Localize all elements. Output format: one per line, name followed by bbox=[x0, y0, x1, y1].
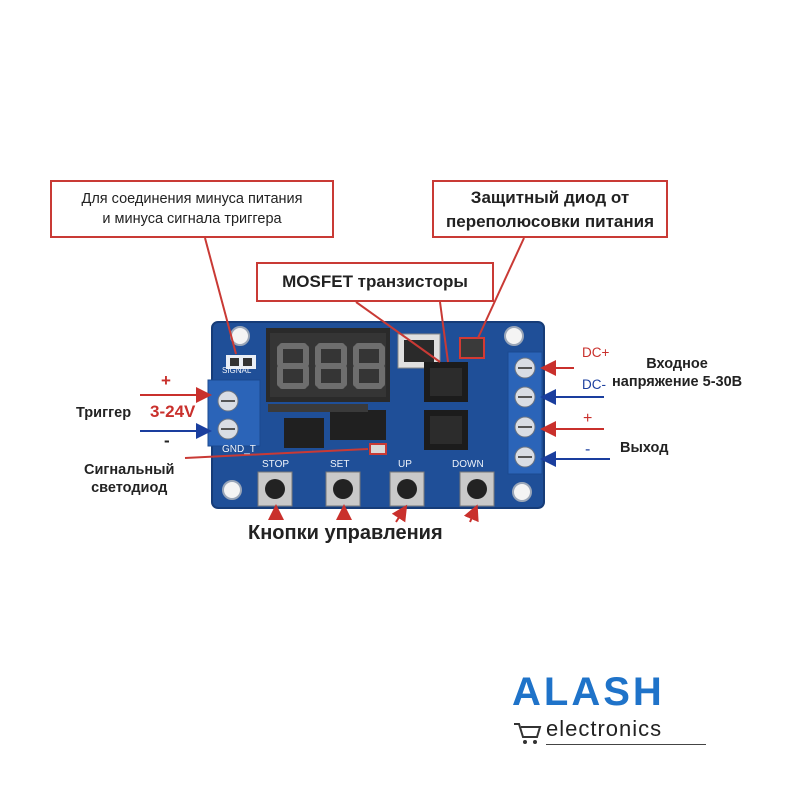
signal-led bbox=[369, 443, 387, 455]
output-minus-label: - bbox=[585, 441, 591, 458]
protection-diode bbox=[459, 337, 485, 359]
output-label: Выход bbox=[620, 440, 669, 456]
ic-chips bbox=[268, 404, 386, 448]
power-terminal-block bbox=[507, 351, 543, 475]
down-button-label: DOWN bbox=[452, 459, 484, 470]
trigger-plus-label: + bbox=[161, 371, 171, 390]
callout-diode-line2: переполюсовки питания bbox=[446, 212, 654, 231]
trigger-terminal-block bbox=[207, 379, 261, 447]
trigger-minus-label: - bbox=[164, 431, 170, 450]
cart-icon bbox=[514, 723, 542, 744]
input-voltage-label: Входное напряжение 5-30В bbox=[612, 355, 742, 391]
brand-subtitle: electronics bbox=[546, 716, 663, 741]
callout-gnd-line1: Для соединения минуса питания bbox=[81, 191, 303, 207]
gnd-t-label: GND_T bbox=[222, 444, 256, 455]
signal-label: SIGNAL bbox=[222, 366, 252, 375]
set-button-label: SET bbox=[330, 459, 350, 470]
control-buttons-title: Кнопки управления bbox=[248, 522, 443, 544]
signal-header bbox=[226, 355, 256, 369]
output-plus-label: + bbox=[583, 410, 593, 427]
callout-diode-line1: Защитный диод от bbox=[470, 188, 630, 207]
leader-lines bbox=[184, 237, 525, 459]
input-voltage-line2: напряжение 5-30В bbox=[612, 374, 743, 390]
callout-gnd-note: Для соединения минуса питания и минуса с… bbox=[50, 180, 334, 238]
mounting-holes bbox=[222, 326, 532, 502]
brand-logo: ALASH electronics bbox=[508, 670, 708, 750]
dc-minus-label: DC- bbox=[582, 377, 606, 392]
brand-underline bbox=[546, 744, 706, 745]
signal-led-line1: Сигнальный bbox=[84, 462, 175, 478]
seven-segment-display bbox=[266, 328, 390, 402]
arrows bbox=[140, 360, 610, 523]
trigger-voltage-label: 3-24V bbox=[150, 402, 196, 421]
brand-name: ALASH bbox=[512, 670, 665, 714]
trigger-label: Триггер bbox=[76, 405, 132, 421]
signal-led-label: Сигнальный светодиод bbox=[84, 461, 174, 497]
control-buttons bbox=[257, 471, 495, 507]
callout-gnd-line2: и минуса сигнала триггера bbox=[102, 211, 282, 227]
mosfet-transistors bbox=[424, 362, 468, 450]
signal-led-line2: светодиод bbox=[91, 480, 168, 496]
stop-button-label: STOP bbox=[262, 459, 290, 470]
dc-plus-label: DC+ bbox=[582, 345, 610, 360]
input-voltage-line1: Входное bbox=[646, 356, 708, 372]
callout-mosfet: MOSFET транзисторы bbox=[256, 262, 494, 302]
up-button-label: UP bbox=[398, 459, 412, 470]
callout-diode: Защитный диод от переполюсовки питания bbox=[432, 180, 668, 238]
